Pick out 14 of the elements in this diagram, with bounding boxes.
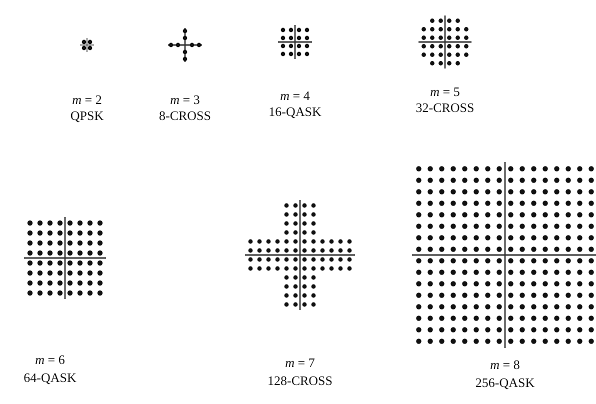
order-label: m = 2 xyxy=(72,92,102,107)
order-label: m = 6 xyxy=(35,352,65,367)
order-label: m = 3 xyxy=(170,92,200,107)
modulation-label: 8-CROSS xyxy=(158,108,212,123)
order-label: m = 8 xyxy=(490,357,520,372)
modulation-label: 16-QASK xyxy=(268,104,322,119)
order-label: m = 4 xyxy=(280,88,310,103)
order-label: m = 5 xyxy=(430,84,460,99)
modulation-label: 32-CROSS xyxy=(416,100,474,115)
modulation-label: 64-QASK xyxy=(24,370,76,385)
modulation-label: QPSK xyxy=(70,108,104,123)
order-label: m = 7 xyxy=(285,355,315,370)
modulation-label: 256-QASK xyxy=(475,375,535,390)
modulation-label: 128-CROSS xyxy=(267,373,333,388)
